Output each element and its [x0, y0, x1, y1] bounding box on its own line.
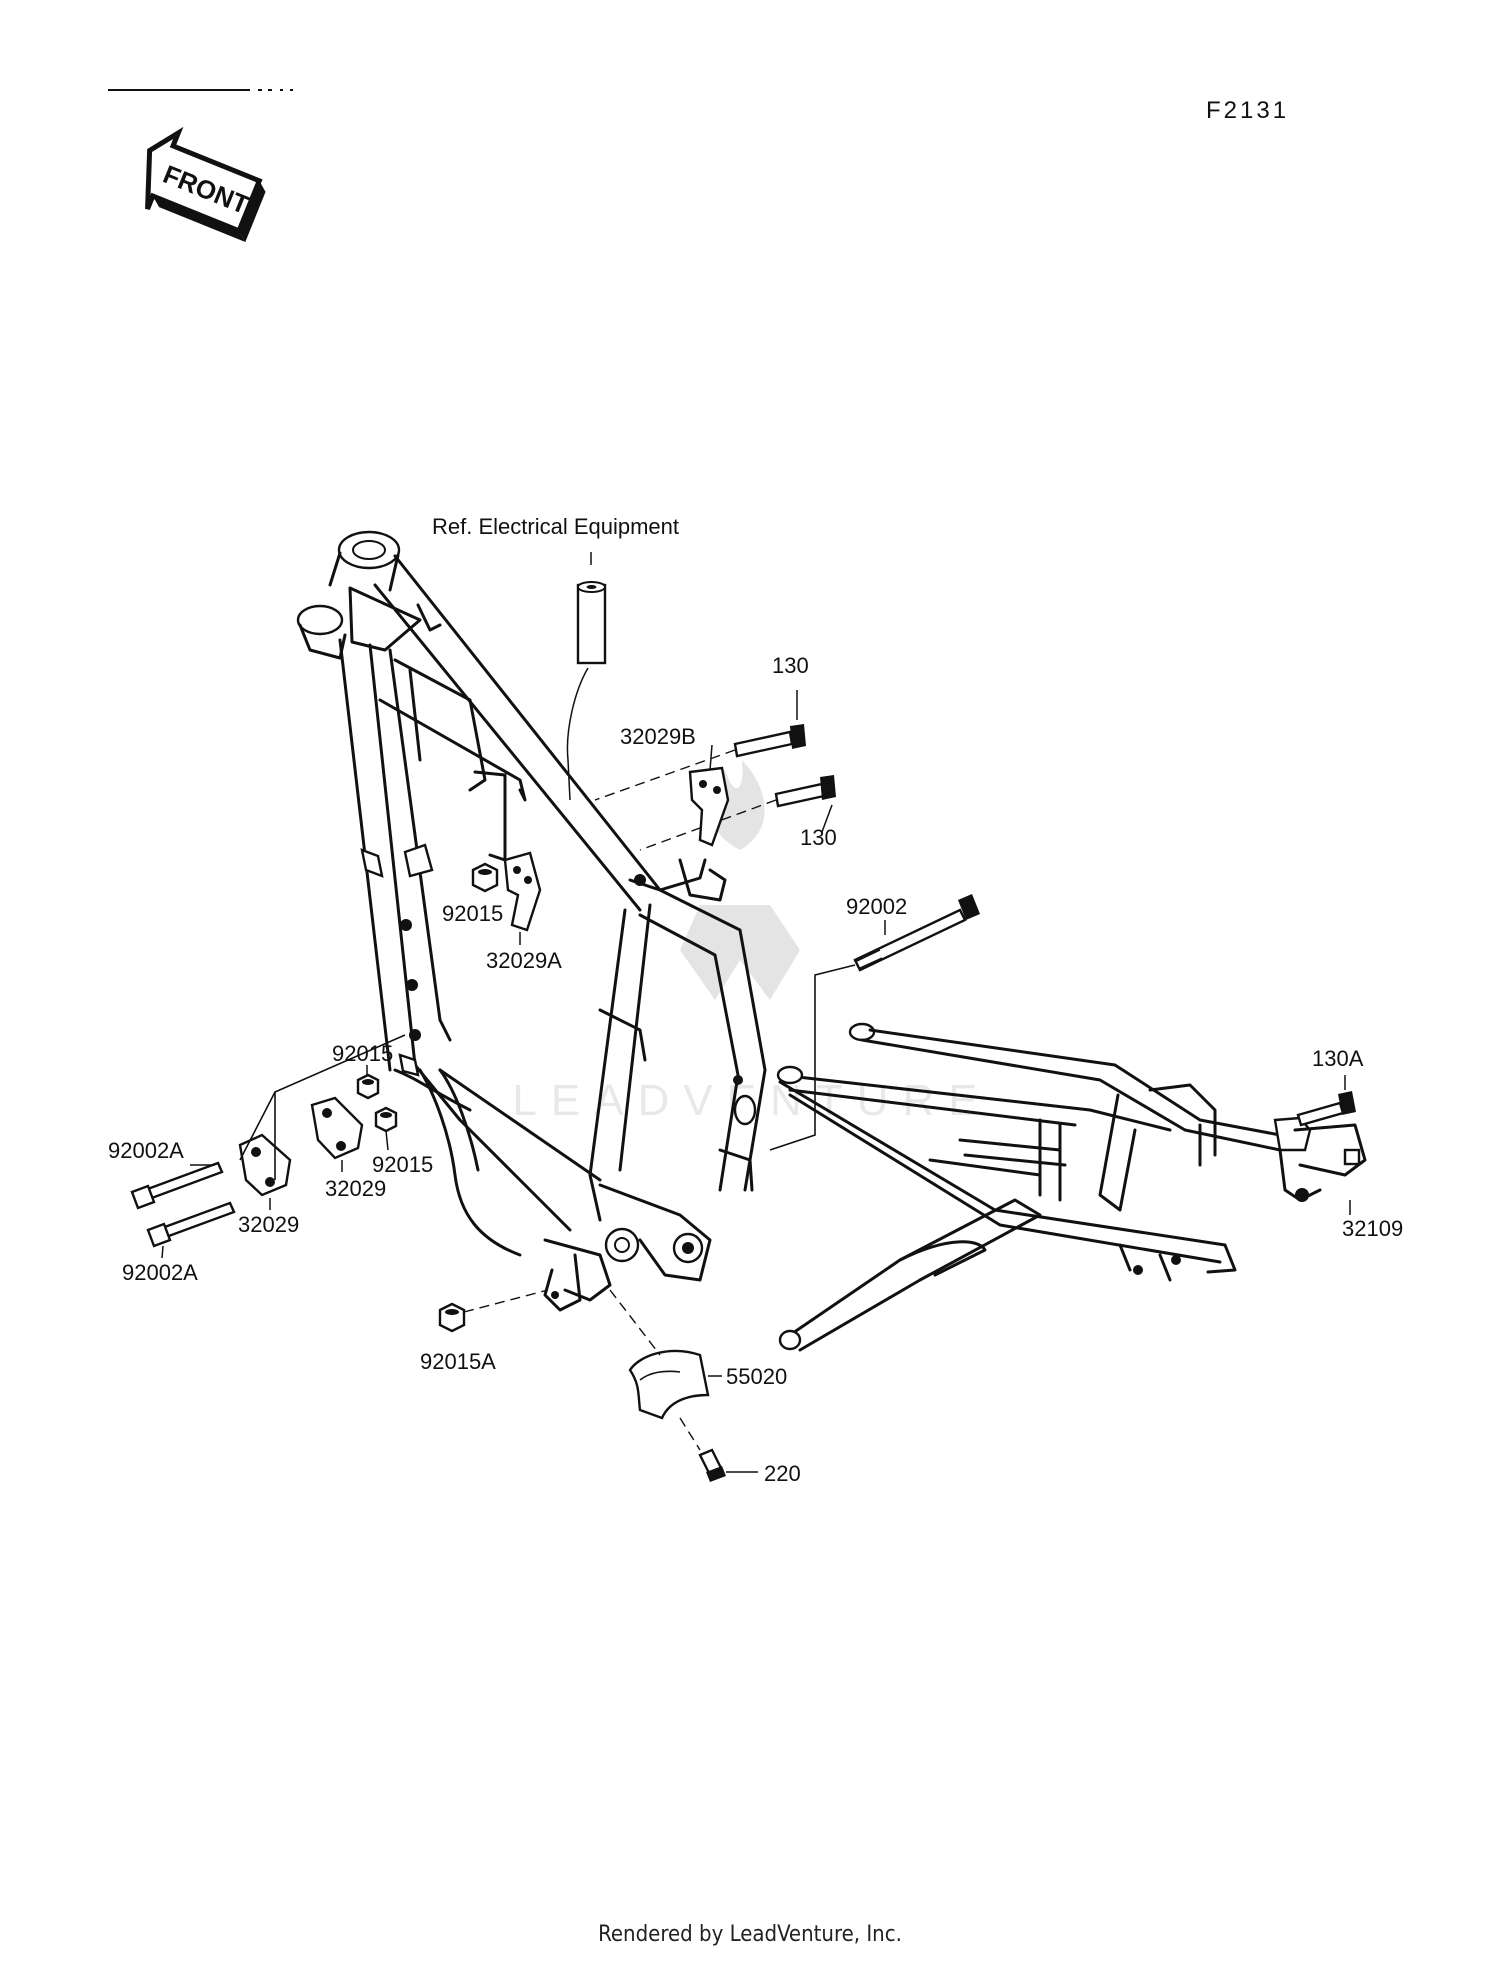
callout-130-top: 130: [772, 653, 809, 678]
callout-32109: 32109: [1342, 1216, 1403, 1241]
plate-32029-left: [238, 1133, 292, 1197]
nut-92015-mid: [471, 862, 499, 893]
footer-credit: Rendered by LeadVenture, Inc.: [598, 1922, 902, 1947]
bracket-32029A: [503, 851, 542, 932]
nut-92015-left-top: [356, 1073, 380, 1100]
callout-92015-left-top: 92015: [332, 1041, 393, 1066]
leader-55020-upper: [609, 1289, 661, 1356]
screw-220: [698, 1448, 726, 1482]
leader-92015A: [463, 1289, 549, 1313]
rear-subframe: [776, 1022, 1367, 1352]
callout-130A: 130A: [1312, 1046, 1364, 1071]
callout-92015A: 92015A: [420, 1349, 496, 1374]
nut-92015-left-bottom: [374, 1106, 398, 1133]
callout-32029A: 32029A: [486, 948, 562, 973]
cover-55020: [628, 1349, 710, 1420]
ref-lead-line: [566, 667, 589, 801]
spacer-tube: [576, 552, 607, 665]
bolt-92002A-top: [130, 1161, 224, 1210]
callout-32029-right: 32029: [325, 1176, 386, 1201]
plate-32029-right: [310, 1096, 364, 1160]
callout-32029B: 32029B: [620, 724, 696, 749]
nut-92015A: [438, 1302, 466, 1333]
bolt-130-bottom: [774, 775, 836, 808]
callout-55020: 55020: [726, 1364, 787, 1389]
bracket-32029B: [688, 766, 730, 847]
callout-92002A-top: 92002A: [108, 1138, 184, 1163]
bolt-130-top: [733, 724, 806, 758]
callout-92002A-bottom: 92002A: [122, 1260, 198, 1285]
callout-32029-left: 32029: [238, 1212, 299, 1237]
callout-92015-left-bottom: 92015: [372, 1152, 433, 1177]
reference-note: Ref. Electrical Equipment: [432, 514, 679, 539]
callout-130-bottom: 130: [800, 825, 837, 850]
bolt-130A: [1296, 1091, 1356, 1127]
bolt-92002A-bottom: [146, 1201, 236, 1248]
front-arrow-icon: FRONT: [145, 126, 266, 242]
bolt-92002: [853, 894, 980, 972]
diagram-code: F2131: [1206, 97, 1289, 124]
main-frame: [296, 530, 767, 1312]
leader-55020-lower: [679, 1417, 701, 1451]
callout-220: 220: [764, 1461, 801, 1486]
callout-92015-mid: 92015: [442, 901, 503, 926]
callout-92002: 92002: [846, 894, 907, 919]
leader-92002: [769, 964, 856, 1151]
